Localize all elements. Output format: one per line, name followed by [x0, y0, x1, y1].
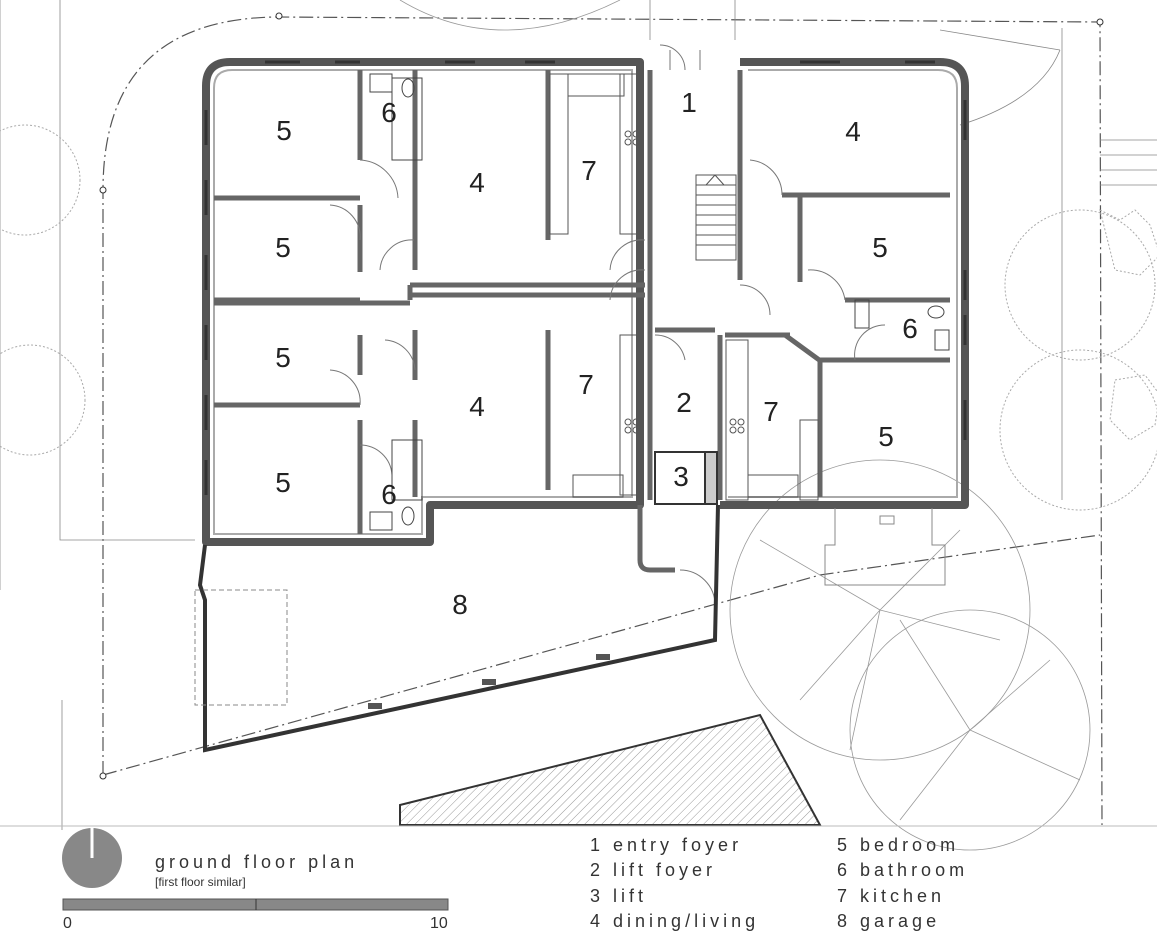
windows [204, 60, 967, 495]
kitchen-counters [549, 73, 819, 501]
interior-walls [214, 70, 950, 573]
room-number: 6 [381, 97, 397, 128]
room-number: 4 [469, 391, 485, 422]
room-number: 6 [902, 313, 918, 344]
outer-walls [202, 58, 969, 546]
room-number: 5 [878, 421, 894, 452]
bathroom-fixtures [369, 73, 950, 531]
room-number: 8 [452, 589, 468, 620]
legend-item-1: 1 entry foyer [590, 835, 742, 855]
site-pins [99, 12, 1104, 780]
legend-item-4: 4 dining/living [590, 911, 759, 931]
plan-title: ground floor plan [155, 852, 358, 872]
stovetops [624, 130, 745, 434]
scale-bar: 0 10 [62, 898, 449, 932]
garage-walls [197, 504, 720, 753]
room-number: 3 [673, 461, 689, 492]
room-number: 1 [681, 87, 697, 118]
north-indicator-icon [62, 828, 122, 888]
room-number: 7 [763, 396, 779, 427]
room-number: 5 [275, 232, 291, 263]
trees [0, 124, 1157, 511]
door-swings [329, 44, 886, 606]
stairs [695, 174, 737, 261]
room-number: 5 [275, 342, 291, 373]
room-number: 5 [276, 115, 292, 146]
room-number: 6 [381, 479, 397, 510]
outer-walls-inner-line [213, 69, 958, 535]
plan-subtitle: [first floor similar] [155, 875, 246, 889]
site-boundary [102, 16, 1103, 826]
deck [824, 508, 946, 586]
room-number: 4 [469, 167, 485, 198]
legend-item-7: 7 kitchen [837, 886, 945, 906]
room-number: 7 [581, 155, 597, 186]
room-number: 5 [872, 232, 888, 263]
room-number: 4 [845, 116, 861, 147]
room-number: 5 [275, 467, 291, 498]
legend-item-6: 6 bathroom [837, 860, 968, 880]
neighbour-building [399, 713, 822, 826]
room-labels: 5 6 4 7 1 4 5 5 5 4 7 2 7 5 5 6 3 6 8 [275, 87, 918, 620]
room-number: 7 [578, 369, 594, 400]
neighbour-lines [0, 0, 1157, 830]
garage-wall-piers [368, 654, 610, 709]
room-number: 2 [676, 387, 692, 418]
scale-start-label: 0 [63, 915, 72, 932]
lift [654, 451, 718, 505]
legend-item-8: 8 garage [837, 911, 940, 931]
legend-item-3: 3 lift [590, 886, 647, 906]
legend-item-2: 2 lift foyer [590, 860, 716, 880]
garage-parking-outline [194, 589, 288, 706]
legend-item-5: 5 bedroom [837, 835, 959, 855]
tree-canopies [399, 0, 1091, 851]
legend: 1 entry foyer 2 lift foyer 3 lift 4 dini… [590, 835, 968, 931]
scale-end-label: 10 [430, 915, 448, 932]
